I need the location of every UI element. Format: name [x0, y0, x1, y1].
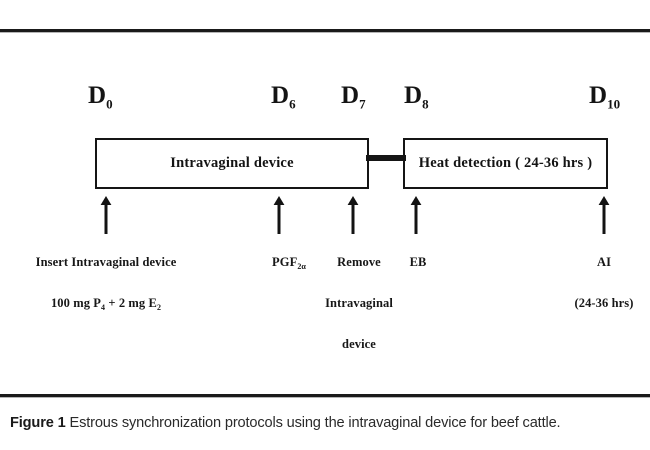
annotation-d10-line2: (24-36 hrs) — [574, 296, 634, 310]
day-marker-letter: D — [341, 82, 360, 109]
arrow-up-d0 — [99, 196, 113, 234]
annotation-text: Insert Intravaginal device — [35, 255, 177, 269]
day-marker-d6: D6 — [271, 83, 296, 110]
arrow-up-d7 — [346, 196, 360, 234]
day-marker-letter: D — [88, 82, 107, 109]
day-marker-d0: D0 — [88, 83, 113, 110]
annotation-text: + 2 mg E — [105, 296, 157, 310]
day-marker-subscript: 10 — [607, 96, 621, 112]
day-marker-subscript: 7 — [359, 96, 366, 112]
annotation-text: AI — [596, 255, 612, 269]
annotation-text: EB — [409, 255, 427, 269]
arrow-up-d8 — [409, 196, 423, 234]
day-marker-d8: D8 — [404, 83, 429, 110]
day-marker-letter: D — [589, 82, 608, 109]
annotation-d7-line3: device — [342, 337, 376, 351]
annotation-text: device — [342, 337, 376, 351]
annotation-subscript: 2 — [156, 303, 162, 313]
annotation-text: 100 mg P — [50, 296, 102, 310]
arrow-up-d6 — [272, 196, 286, 234]
annotation-d7-line2: Intravaginal — [325, 296, 393, 310]
annotation-d10-line1: AI — [596, 255, 612, 269]
timeline-box-label: Intravaginal device — [170, 155, 294, 171]
day-marker-subscript: 8 — [422, 96, 429, 112]
annotation-d7-line1: Remove — [337, 255, 381, 269]
bottom-divider-rule — [0, 394, 650, 397]
timeline-box-intravaginal-device: Intravaginal device — [95, 138, 369, 189]
day-marker-subscript: 6 — [289, 96, 296, 112]
box-connector-bar — [366, 155, 406, 161]
timeline-box-heat-detection: Heat detection ( 24-36 hrs ) — [403, 138, 608, 189]
figure-caption-number: Figure 1 — [10, 415, 66, 431]
figure-caption: Figure 1 Estrous synchronization protoco… — [10, 415, 646, 433]
day-marker-subscript: 0 — [106, 96, 113, 112]
arrow-up-d10 — [597, 196, 611, 234]
annotation-d6-pgf: PGF2α — [272, 255, 306, 272]
top-divider-rule — [0, 29, 650, 32]
annotation-text: Remove — [337, 255, 381, 269]
day-marker-d7: D7 — [341, 83, 366, 110]
annotation-d0-line1: Insert Intravaginal device — [35, 255, 177, 269]
day-marker-letter: D — [271, 82, 290, 109]
day-marker-letter: D — [404, 82, 423, 109]
day-marker-d10: D10 — [589, 83, 620, 110]
figure-caption-text: Estrous synchronization protocols using … — [69, 415, 561, 431]
timeline-box-label: Heat detection ( 24-36 hrs ) — [418, 155, 593, 171]
annotation-text: PGF — [272, 255, 298, 269]
annotation-text: Intravaginal — [325, 296, 393, 310]
annotation-d0-line2: 100 mg P4 + 2 mg E2 — [50, 296, 162, 313]
annotation-text: (24-36 hrs) — [574, 296, 634, 310]
annotation-d8-eb: EB — [409, 255, 427, 269]
annotation-subscript: 4 — [101, 303, 106, 313]
annotation-subscript: 2α — [297, 262, 306, 272]
